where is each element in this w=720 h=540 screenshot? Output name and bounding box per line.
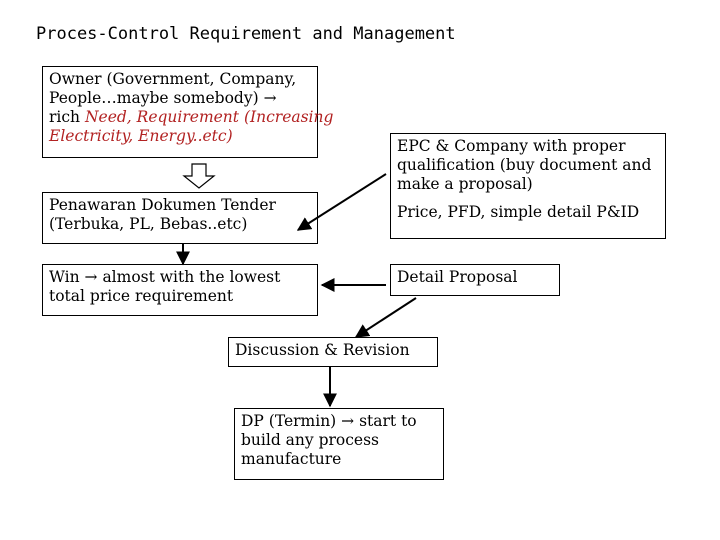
hollow-down-arrow xyxy=(182,163,216,189)
epc-line-2: qualification (buy document and xyxy=(397,156,652,174)
win-line-1: Win → almost with the lowest xyxy=(49,268,281,286)
dp-box: DP (Termin) → start to build any process… xyxy=(234,408,444,480)
page-title: Proces-Control Requirement and Managemen… xyxy=(36,24,456,44)
win-line-2: total price requirement xyxy=(49,287,234,305)
owner-line-3-prefix: rich xyxy=(49,108,85,126)
owner-line-3: rich Need, Requirement (Increasing xyxy=(49,108,333,127)
discussion-line-1: Discussion & Revision xyxy=(235,341,410,359)
tender-box: Penawaran Dokumen Tender (Terbuka, PL, B… xyxy=(42,192,318,244)
owner-box: Owner (Government, Company, People…maybe… xyxy=(42,66,333,158)
discussion-box: Discussion & Revision xyxy=(228,337,438,367)
dp-line-1: DP (Termin) → start to xyxy=(241,412,417,430)
dp-line-3: manufacture xyxy=(241,450,342,468)
detail-proposal-box: Detail Proposal xyxy=(390,264,560,296)
arrow-detail-to-discussion xyxy=(354,297,417,338)
epc-line-1: EPC & Company with proper xyxy=(397,137,626,155)
owner-line-1: Owner (Government, Company, xyxy=(49,70,297,88)
tender-line-1: Penawaran Dokumen Tender xyxy=(49,196,276,214)
owner-need-text: Need, Requirement (Increasing xyxy=(84,108,334,126)
epc-box: EPC & Company with proper qualification … xyxy=(390,133,666,239)
arrow-epc-to-tender xyxy=(296,173,387,231)
owner-line-2: People…maybe somebody) → xyxy=(49,89,277,107)
dp-line-2: build any process xyxy=(241,431,380,449)
detail-line-1: Detail Proposal xyxy=(397,268,518,286)
owner-line-4: Electricity, Energy..etc) xyxy=(49,127,233,145)
tender-line-2: (Terbuka, PL, Bebas..etc) xyxy=(49,215,248,233)
epc-line-3: make a proposal) xyxy=(397,175,533,193)
win-box: Win → almost with the lowest total price… xyxy=(42,264,318,316)
epc-line-4: Price, PFD, simple detail P&ID xyxy=(397,203,640,221)
